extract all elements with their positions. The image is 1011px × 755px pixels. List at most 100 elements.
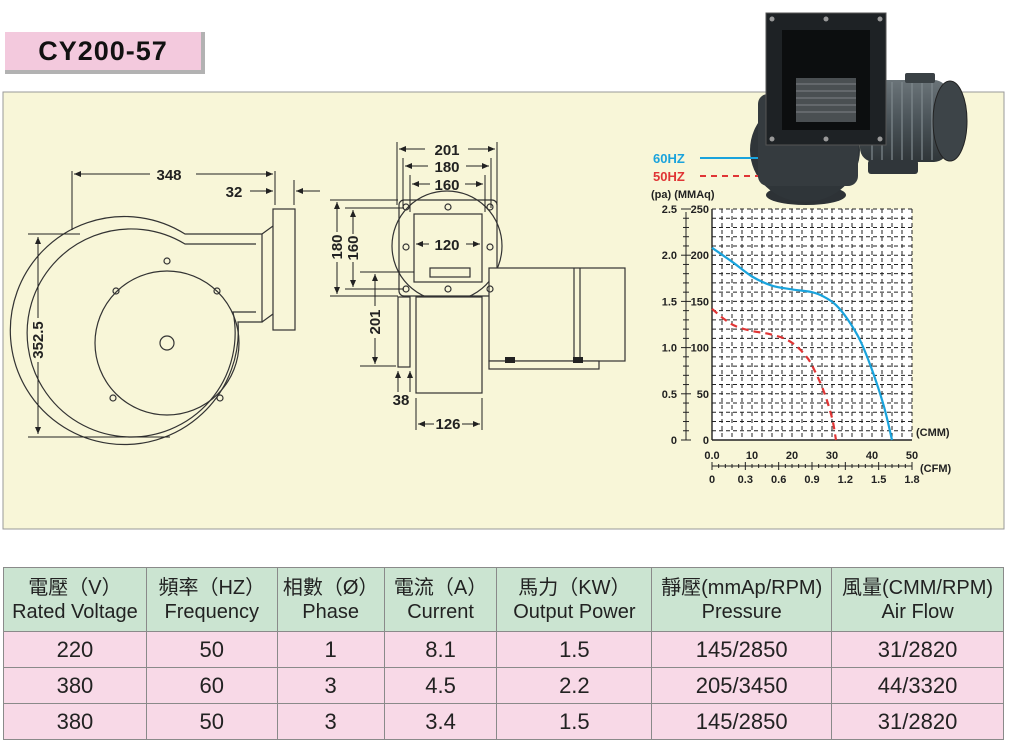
- x-cfm-tick-label: 0.3: [738, 474, 753, 486]
- dim-front-180-top: 180: [434, 159, 459, 176]
- cell-current: 4.5: [383, 667, 498, 704]
- x-cfm-tick-label: 1.5: [871, 474, 886, 486]
- dim-front-160-left: 160: [345, 235, 362, 260]
- x-cmm-tick-label: 50: [906, 450, 918, 462]
- performance-chart: 2.5 2.0 1.5 1.0 0.5 0 250 200 150 100 50 0 0.0 10 20 30…: [651, 151, 951, 486]
- y-mmaq-tick-label: 2.0: [662, 250, 677, 262]
- cell-frequency: 50: [145, 703, 278, 740]
- table-header-row: 電壓（V）Rated Voltage 頻率（HZ）Frequency 相數（Ø）…: [3, 567, 1004, 632]
- x-cmm-tick-label: 0.0: [704, 450, 719, 462]
- dim-side-outlet: 32: [226, 184, 243, 201]
- header-current: 電流（A）Current: [383, 567, 498, 632]
- x-cmm-units-label: (CMM): [916, 427, 950, 439]
- x-cfm-units-label: (CFM): [920, 463, 951, 475]
- header-rated-voltage: 電壓（V）Rated Voltage: [3, 567, 147, 632]
- header-frequency: 頻率（HZ）Frequency: [145, 567, 278, 632]
- scroll-side-plate: [397, 296, 411, 368]
- x-cfm-tick-label: 1.8: [904, 474, 919, 486]
- fan-photo: [750, 12, 968, 205]
- dim-front-126: 126: [435, 416, 460, 433]
- inlet-flange: [398, 199, 498, 297]
- side-view-bolts: [109, 257, 224, 402]
- y-mmaq-tick-label: 2.5: [662, 204, 677, 216]
- impeller-ring: [94, 270, 240, 416]
- x-cfm-tick-label: 0.9: [804, 474, 819, 486]
- legend-60hz-label: 60HZ: [653, 151, 685, 166]
- y-mmaq-tick-label: 1.0: [662, 343, 677, 355]
- cell-output-power: 1.5: [496, 703, 653, 740]
- y-mmaq-tick-label: 0: [671, 435, 677, 447]
- x-cmm-tick-label: 40: [866, 450, 878, 462]
- y-pa-tick-label: 250: [691, 204, 709, 216]
- scroll-body: [415, 296, 483, 394]
- cell-current: 3.4: [383, 703, 498, 740]
- legend-50hz-label: 50HZ: [653, 169, 685, 184]
- x-cmm-tick-label: 10: [746, 450, 758, 462]
- front-view-dimensions: [330, 142, 498, 430]
- dim-front-180-left: 180: [329, 234, 346, 259]
- housing-outline: [9, 215, 263, 446]
- cell-pressure: 205/3450: [651, 667, 833, 704]
- cell-phase: 1: [276, 631, 385, 668]
- y-units-label: (pa) (MMAq): [651, 189, 715, 201]
- y-pa-tick-label: 50: [697, 389, 709, 401]
- inlet-opening: [413, 213, 483, 283]
- cell-air-flow: 31/2820: [831, 703, 1004, 740]
- front-view-drawing: [391, 190, 626, 394]
- header-phase: 相數（Ø）Phase: [276, 567, 385, 632]
- housing-inner-outline: [26, 228, 256, 438]
- motor-body: [488, 267, 626, 362]
- outlet-neck-bottom: [261, 313, 274, 323]
- dim-front-120: 120: [434, 237, 459, 254]
- table-row: 220 50 1 8.1 1.5 145/2850 31/2820: [3, 631, 1004, 668]
- y-pa-tick-label: 150: [691, 296, 709, 308]
- x-cfm-tick-label: 0: [709, 474, 715, 486]
- x-cfm-tick-label: 1.2: [838, 474, 853, 486]
- cell-pressure: 145/2850: [651, 631, 833, 668]
- side-view-drawing: [9, 208, 296, 446]
- cell-air-flow: 31/2820: [831, 631, 1004, 668]
- spec-table: 電壓（V）Rated Voltage 頻率（HZ）Frequency 相數（Ø）…: [3, 567, 1004, 740]
- outlet-neck-top: [261, 225, 274, 235]
- y-pa-tick-label: 0: [703, 435, 709, 447]
- cell-frequency: 50: [145, 631, 278, 668]
- table-row: 380 60 3 4.5 2.2 205/3450 44/3320: [3, 667, 1004, 704]
- table-row: 380 50 3 3.4 1.5 145/2850 31/2820: [3, 703, 1004, 740]
- cell-voltage: 380: [3, 703, 147, 740]
- model-title: CY200-57: [5, 32, 205, 74]
- x-cmm-tick-label: 30: [826, 450, 838, 462]
- dim-front-201-left: 201: [367, 309, 384, 334]
- header-air-flow: 風量(CMM/RPM)Air Flow: [831, 567, 1004, 632]
- dim-side-width: 348: [156, 167, 181, 184]
- cell-output-power: 2.2: [496, 667, 653, 704]
- series-line-50hz: [711, 307, 838, 441]
- cell-phase: 3: [276, 703, 385, 740]
- cell-air-flow: 44/3320: [831, 667, 1004, 704]
- dim-side-height: 352.5: [30, 321, 47, 359]
- dim-front-201-top: 201: [434, 142, 459, 159]
- cell-phase: 3: [276, 667, 385, 704]
- front-view-feet: [505, 357, 583, 363]
- series-line-60hz: [711, 246, 894, 441]
- outlet-flange: [272, 208, 296, 331]
- cell-frequency: 60: [145, 667, 278, 704]
- header-output-power: 馬力（KW）Output Power: [496, 567, 653, 632]
- outlet-slot: [429, 267, 471, 278]
- x-cmm-tick-label: 20: [786, 450, 798, 462]
- y-pa-tick-label: 100: [691, 343, 709, 355]
- dim-front-38: 38: [393, 392, 410, 409]
- cell-pressure: 145/2850: [651, 703, 833, 740]
- x-cfm-tick-label: 0.6: [771, 474, 786, 486]
- cell-current: 8.1: [383, 631, 498, 668]
- y-pa-tick-label: 200: [691, 250, 709, 262]
- cell-output-power: 1.5: [496, 631, 653, 668]
- front-view-bolts: [402, 203, 494, 293]
- y-mmaq-tick-label: 1.5: [662, 296, 677, 308]
- cell-voltage: 220: [3, 631, 147, 668]
- dim-front-160-top: 160: [434, 177, 459, 194]
- side-view-dimensions: [28, 171, 320, 438]
- y-mmaq-tick-label: 0.5: [662, 389, 677, 401]
- header-pressure: 靜壓(mmAp/RPM)Pressure: [651, 567, 833, 632]
- shaft-hole: [159, 335, 175, 351]
